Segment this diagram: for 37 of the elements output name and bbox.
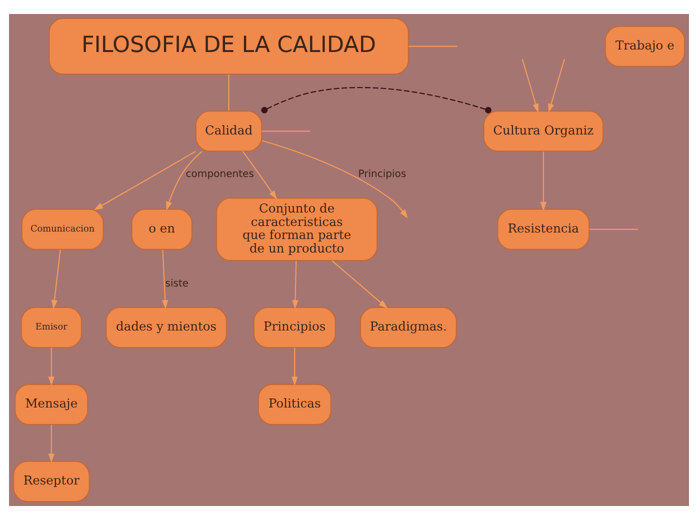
node-box: Politicas bbox=[257, 384, 331, 426]
node-box: o en bbox=[130, 208, 192, 250]
connector bbox=[228, 74, 229, 111]
node-box: Conjunto de caracteristicas que forman parte de un producto bbox=[215, 198, 378, 262]
node-box: Paradigmas. bbox=[359, 306, 456, 348]
arrow bbox=[48, 424, 54, 463]
connector bbox=[260, 87, 491, 114]
node-box: Reseptor bbox=[12, 460, 90, 502]
node-box: Calidad bbox=[194, 110, 262, 152]
arrow bbox=[540, 152, 546, 211]
arrow bbox=[166, 151, 202, 211]
connector bbox=[408, 46, 457, 47]
arrow bbox=[548, 58, 565, 113]
arrow bbox=[292, 260, 298, 310]
arrow bbox=[50, 250, 60, 309]
node-box: Trabajo e bbox=[604, 26, 685, 67]
node-box: Mensaje bbox=[14, 384, 88, 426]
node-box: Cultura Organiz bbox=[482, 110, 604, 152]
node-box: dades y mientos bbox=[105, 306, 227, 348]
node-box: FILOSOFIA DE LA CALIDAD bbox=[48, 18, 408, 75]
connector bbox=[588, 228, 638, 230]
edge-label: componentes bbox=[185, 169, 254, 180]
connector bbox=[261, 130, 310, 132]
arrow bbox=[242, 150, 276, 200]
node-box: Emisor bbox=[20, 306, 82, 348]
arrow bbox=[48, 348, 54, 386]
arrow bbox=[521, 58, 538, 113]
edge-label: Principios bbox=[358, 169, 406, 180]
arrow bbox=[331, 260, 388, 308]
node-box: Principios bbox=[252, 306, 336, 348]
node-box: Comunicacion bbox=[20, 208, 104, 250]
arrow bbox=[290, 348, 298, 386]
arrow bbox=[94, 150, 196, 210]
arrow bbox=[161, 250, 168, 310]
node-box: Resistencia bbox=[496, 208, 590, 250]
edge-label: siste bbox=[164, 278, 188, 290]
arrow bbox=[261, 140, 408, 218]
